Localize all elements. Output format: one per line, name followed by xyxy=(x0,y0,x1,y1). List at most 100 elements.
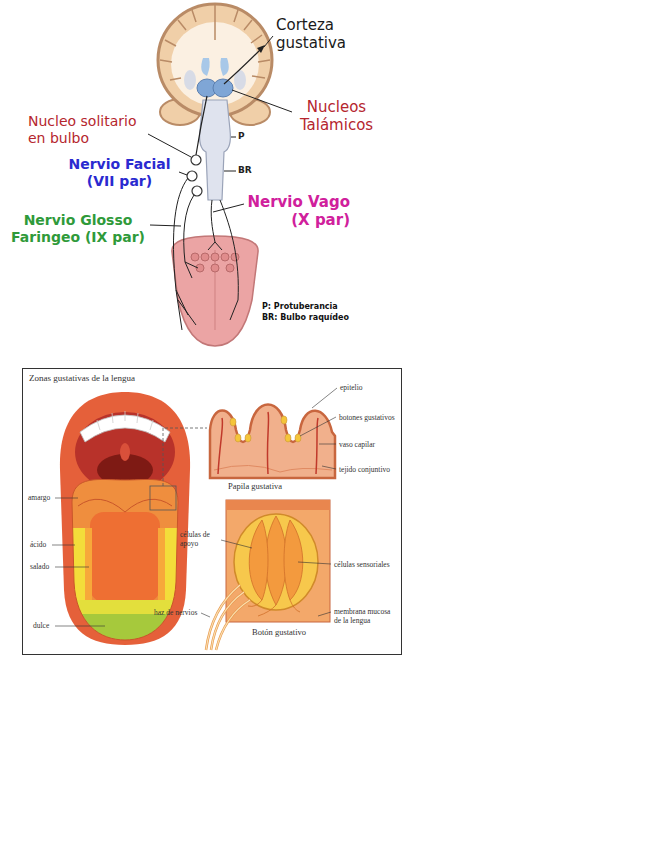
nucleus-circle xyxy=(191,155,201,165)
papilla-inset xyxy=(285,434,291,442)
leader-line xyxy=(312,388,337,408)
nerve-bundle xyxy=(206,585,250,650)
nerve-bundle xyxy=(206,585,250,650)
zoom-marker xyxy=(150,428,207,510)
nerve-label: Nervio Facial (VII par) xyxy=(62,156,177,190)
tongue xyxy=(226,264,234,272)
taste-bud-inset xyxy=(226,500,330,622)
tongue xyxy=(214,250,215,330)
part-label: epitelio xyxy=(340,383,363,392)
mouth xyxy=(60,392,190,645)
leader-line xyxy=(52,545,75,546)
leader-line xyxy=(213,204,244,212)
brain-section xyxy=(220,58,228,76)
taste-zone xyxy=(85,528,92,600)
nucleus-circle xyxy=(187,155,202,196)
abbreviation-label: P xyxy=(238,131,245,142)
leader-line xyxy=(55,567,89,568)
abbreviation-label: BR xyxy=(238,165,252,176)
taste-bud-inset xyxy=(266,516,287,605)
taste-zone-label: dulce xyxy=(33,621,49,630)
leader-line xyxy=(224,171,236,172)
leader-line xyxy=(300,417,336,436)
brain-section xyxy=(158,4,272,116)
papilla-inset xyxy=(210,405,335,479)
taste-zone-label: ácido xyxy=(30,540,46,549)
brainstem xyxy=(200,100,231,200)
papilla-inset xyxy=(230,418,236,426)
taste-pathway xyxy=(196,45,265,155)
brain-section xyxy=(201,58,209,76)
leader-line xyxy=(232,90,292,112)
nerve-bundle xyxy=(206,585,250,650)
zoom-marker xyxy=(163,428,207,486)
leader-line xyxy=(148,134,191,157)
papilla-inset xyxy=(214,465,332,472)
taste-bud-inset xyxy=(226,500,330,622)
taste-zone xyxy=(70,475,182,645)
tongue xyxy=(221,253,229,261)
leader-line xyxy=(318,612,331,616)
taste-pathway xyxy=(257,45,265,53)
taste-bud-inset xyxy=(284,520,303,600)
tongue xyxy=(211,253,219,261)
leader-line xyxy=(319,444,336,445)
leader-line xyxy=(179,172,187,175)
zoom-marker xyxy=(150,486,176,510)
leader-line xyxy=(55,498,78,499)
tongue xyxy=(191,253,199,261)
part-label: células sensoriales xyxy=(334,560,390,569)
papilla-inset xyxy=(218,412,318,474)
brain-section xyxy=(160,4,270,80)
part-label: tejido conjuntivo xyxy=(339,465,390,474)
brain-section xyxy=(213,79,233,97)
nucleus-circle xyxy=(192,186,202,196)
leader-line xyxy=(322,466,336,469)
cranial-nerve xyxy=(208,200,222,250)
taste-zone xyxy=(70,528,85,600)
taste-bud-inset xyxy=(249,520,268,600)
taste-zone xyxy=(70,475,182,646)
leader-line xyxy=(52,388,337,626)
part-label: botones gustativos xyxy=(339,413,395,422)
abbreviation-key: BR: Bulbo raquídeo xyxy=(262,313,349,323)
inset-caption: Botón gustativo xyxy=(252,627,306,637)
part-label: membrana mucosa de la lengua xyxy=(334,607,396,625)
abbreviation-key: P: Protuberancia xyxy=(262,302,338,312)
papilla-inset xyxy=(245,434,251,442)
taste-bud-inset xyxy=(248,600,300,616)
tongue xyxy=(172,236,258,346)
structure-label: Nucleo solitario en bulbo xyxy=(28,113,146,147)
tongue xyxy=(211,264,219,272)
leader-line xyxy=(201,613,210,617)
nucleus-circle xyxy=(187,171,197,181)
papilla-inset xyxy=(235,434,241,442)
taste-zone-label: amargo xyxy=(28,493,50,502)
leader-line xyxy=(55,626,105,627)
papilla-inset xyxy=(295,434,301,442)
part-label: células de apoyo xyxy=(180,530,220,548)
part-label: haz de nervios xyxy=(154,608,197,617)
taste-pathway xyxy=(224,48,262,84)
taste-bud-inset xyxy=(234,514,318,610)
taste-zone xyxy=(158,528,165,600)
brainstem xyxy=(200,100,231,200)
inset-caption: Papila gustativa xyxy=(228,481,282,491)
leader-line xyxy=(150,225,181,226)
cranial-nerve xyxy=(184,195,198,278)
mouth xyxy=(97,411,153,430)
mouth xyxy=(60,392,190,645)
taste-zone-label: salado xyxy=(30,562,49,571)
leader-line xyxy=(264,36,273,47)
papilla-inset xyxy=(281,416,287,424)
tongue xyxy=(231,253,239,261)
brain-section xyxy=(184,70,196,90)
part-label: vaso capilar xyxy=(339,440,375,449)
papilla-inset xyxy=(210,405,335,479)
leader-line xyxy=(231,137,236,138)
mouth xyxy=(120,443,130,461)
taste-pathway xyxy=(196,96,207,155)
figure-title: Zonas gustativas de la lengua xyxy=(29,373,135,384)
tongue xyxy=(201,253,209,261)
leader-line xyxy=(298,562,331,564)
